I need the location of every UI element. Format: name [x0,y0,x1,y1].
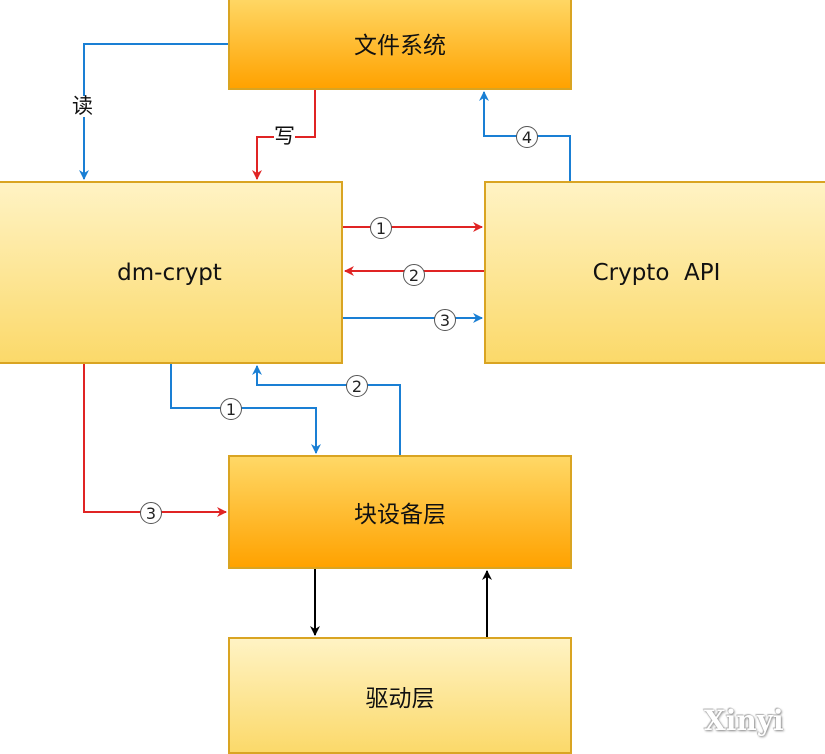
api-step4-marker: 4 [516,126,538,148]
api-step2-marker: 2 [403,264,425,286]
blk-step3-arrow [83,364,227,517]
write-label: 写 [274,124,295,148]
driver-layer-box: 驱动层 [228,637,572,754]
dm-crypt-label: dm-crypt [117,259,222,286]
blk-step1-arrow [170,364,321,454]
driver-layer-label: 驱动层 [365,685,435,712]
filesystem-label: 文件系统 [354,33,446,59]
api-step3-marker: 3 [434,309,456,331]
read-label: 读 [72,94,93,118]
blk-step2-arrow [252,365,401,455]
api-step1-marker: 1 [370,217,392,239]
crypto-api-label: Crypto API [592,259,721,286]
dm-crypt-box: dm-crypt [0,181,343,364]
watermark: Xinyi [704,704,784,737]
read-arrow [79,43,228,180]
filesystem-box: 文件系统 [228,0,572,90]
crypto-api-box: Crypto API [484,181,825,364]
block-layer-label: 块设备层 [354,502,446,528]
block-layer-box: 块设备层 [228,455,572,569]
blk-step3-marker: 3 [140,502,162,524]
blk-step1-marker: 1 [220,398,242,420]
blk-step2-marker: 2 [346,375,368,397]
